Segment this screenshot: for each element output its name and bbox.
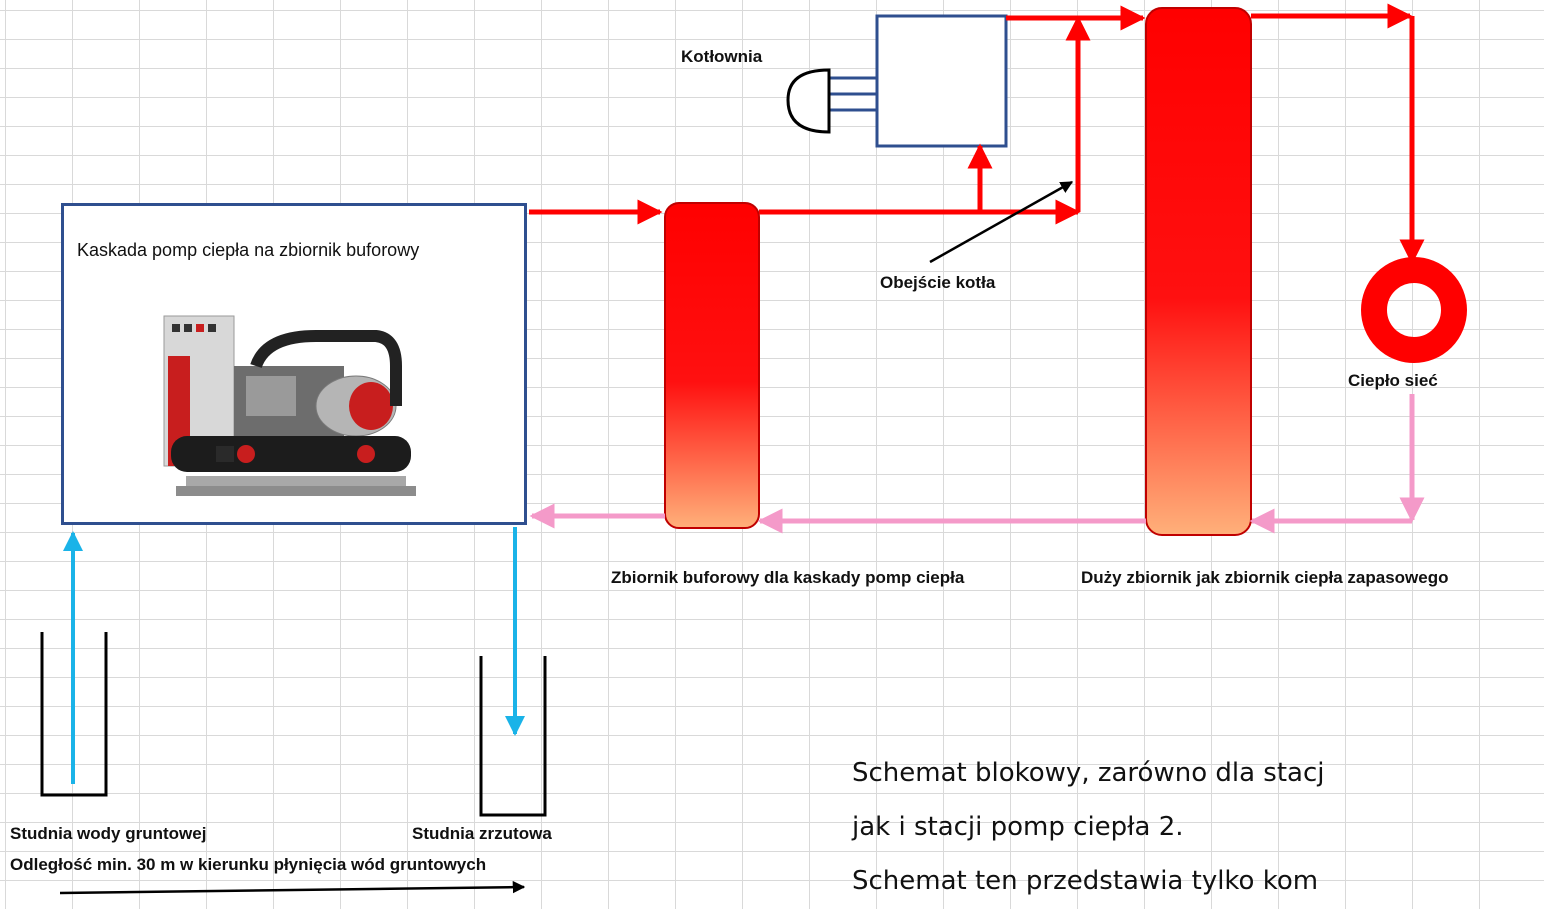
note-line-3: Schemat ten przedstawia tylko kom	[852, 866, 1318, 896]
groundwater-well-label: Studnia wody gruntowej	[10, 824, 206, 844]
boiler-room-box	[788, 16, 1006, 146]
boiler-room-label: Kotłownia	[681, 47, 762, 67]
buffer-tank	[665, 203, 759, 528]
distance-note-label: Odległość min. 30 m w kierunku płynięcia…	[10, 855, 486, 875]
flow-direction-arrow	[60, 887, 524, 893]
heat-network-label: Ciepło sieć	[1348, 371, 1438, 391]
groundwater-lines	[73, 527, 515, 784]
large-tank-label: Duży zbiornik jak zbiornik ciepła zapaso…	[1081, 568, 1448, 588]
note-line-1: Schemat blokowy, zarówno dla stacj	[852, 758, 1324, 788]
heat-network-ring	[1374, 270, 1454, 350]
discharge-well-label: Studnia zrzutowa	[412, 824, 552, 844]
boiler-bypass-label: Obejście kotła	[880, 273, 995, 293]
bypass-pointer-arrow	[930, 182, 1072, 262]
cascade-label: Kaskada pomp ciepła na zbiornik buforowy	[77, 240, 419, 261]
large-storage-tank	[1146, 8, 1251, 535]
buffer-tank-label: Zbiornik buforowy dla kaskady pomp ciepł…	[611, 568, 964, 588]
note-line-2: jak i stacji pomp ciepła 2.	[852, 812, 1184, 842]
